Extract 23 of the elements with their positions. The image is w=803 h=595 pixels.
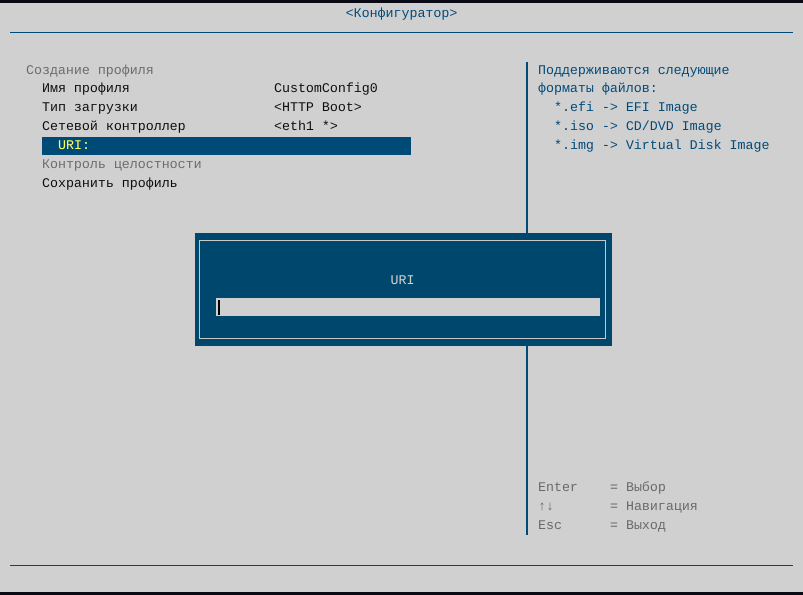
dialog-box	[195, 233, 612, 346]
window-title: <Конфигуратор>	[344, 5, 458, 23]
selected-menu-item: URI:	[42, 137, 411, 155]
menu-value: CustomConfig0	[274, 80, 378, 98]
menu-item: Тип загрузки	[42, 99, 138, 117]
menu-item: Имя профиля	[42, 80, 130, 98]
menu-value: <eth1 *>	[274, 118, 338, 136]
menu-item: Сетевой контроллер	[42, 118, 186, 136]
key-hint-action: = Навигация	[610, 498, 698, 516]
menu-value: <HTTP Boot>	[274, 99, 362, 117]
file-format-item: *.iso -> CD/DVD Image	[554, 118, 722, 136]
menu-item: Сохранить профиль	[42, 175, 178, 193]
dialog-title: URI	[390, 272, 416, 290]
file-format-item: *.img -> Virtual Disk Image	[554, 137, 770, 155]
section-heading: Создание профиля	[26, 62, 154, 80]
key-hint: Enter	[538, 479, 578, 497]
disabled-menu-item: Контроль целостности	[42, 156, 202, 174]
key-hint-action: = Выход	[610, 517, 666, 535]
key-hint: ↑↓	[538, 498, 554, 516]
file-format-item: *.efi -> EFI Image	[554, 99, 698, 117]
key-hint: Esc	[538, 517, 562, 535]
help-text: Поддерживаются следующие форматы файлов:	[538, 62, 731, 98]
key-hint-action: = Выбор	[610, 479, 666, 497]
